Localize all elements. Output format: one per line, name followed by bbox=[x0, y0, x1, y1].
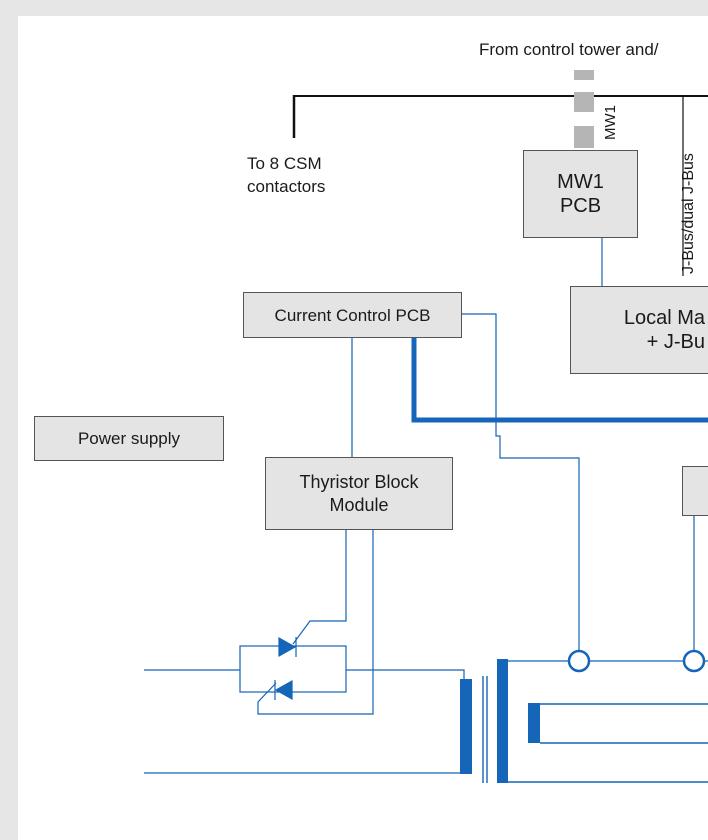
wiring-layer bbox=[144, 70, 708, 783]
jbus-cable-label: J-Bus/dual J-Bus bbox=[680, 153, 697, 274]
csm-contactors-label: To 8 CSM contactors bbox=[247, 152, 325, 198]
csm-label-line1: To 8 CSM bbox=[247, 154, 322, 173]
main-control-bus bbox=[411, 338, 708, 423]
local-manager-block: Local Ma + J-Bu bbox=[570, 286, 708, 374]
secondary-winding-bar bbox=[528, 703, 540, 743]
current-control-pcb-label: Current Control PCB bbox=[274, 305, 431, 325]
source-label: From control tower and/ bbox=[479, 40, 659, 59]
transformer-secondary-core bbox=[497, 659, 508, 783]
power-supply-block: Power supply bbox=[34, 416, 224, 461]
thyristor-block-line2: Module bbox=[329, 494, 389, 515]
local-manager-line2: + J-Bu bbox=[646, 331, 705, 353]
thyristor-gate-wire-a bbox=[292, 530, 347, 645]
csm-label-line2: contactors bbox=[247, 177, 326, 196]
ccpcb-feedback-wire bbox=[460, 313, 580, 652]
current-control-pcb-block: Current Control PCB bbox=[243, 292, 462, 338]
thyristor-bridge-frame bbox=[239, 645, 347, 693]
thyristor-block-module: Thyristor Block Module bbox=[265, 457, 453, 530]
mw1-cable bbox=[574, 70, 594, 148]
current-sensor-2 bbox=[682, 649, 706, 673]
mw1-pcb-line2: PCB bbox=[559, 195, 602, 217]
transformer-primary-core bbox=[460, 679, 472, 774]
local-manager-line1: Local Ma bbox=[623, 307, 705, 329]
thyristor-gate-wire-b bbox=[257, 530, 374, 715]
mw1-pcb-block: MW1 PCB bbox=[523, 150, 638, 238]
thyristor-forward bbox=[278, 636, 297, 658]
thyristor-reverse bbox=[274, 679, 293, 701]
thyristor-block-line1: Thyristor Block bbox=[299, 471, 419, 492]
right-sensor-block bbox=[682, 466, 708, 516]
mw1-cable-label: MW1 bbox=[602, 105, 619, 140]
power-supply-label: Power supply bbox=[77, 429, 181, 448]
current-sensor-1 bbox=[567, 649, 591, 673]
diagram-canvas: From control tower and/ To 8 CSM contact… bbox=[18, 16, 708, 840]
bridge-to-transformer-wire bbox=[346, 669, 465, 680]
mw1-pcb-line1: MW1 bbox=[557, 171, 604, 193]
